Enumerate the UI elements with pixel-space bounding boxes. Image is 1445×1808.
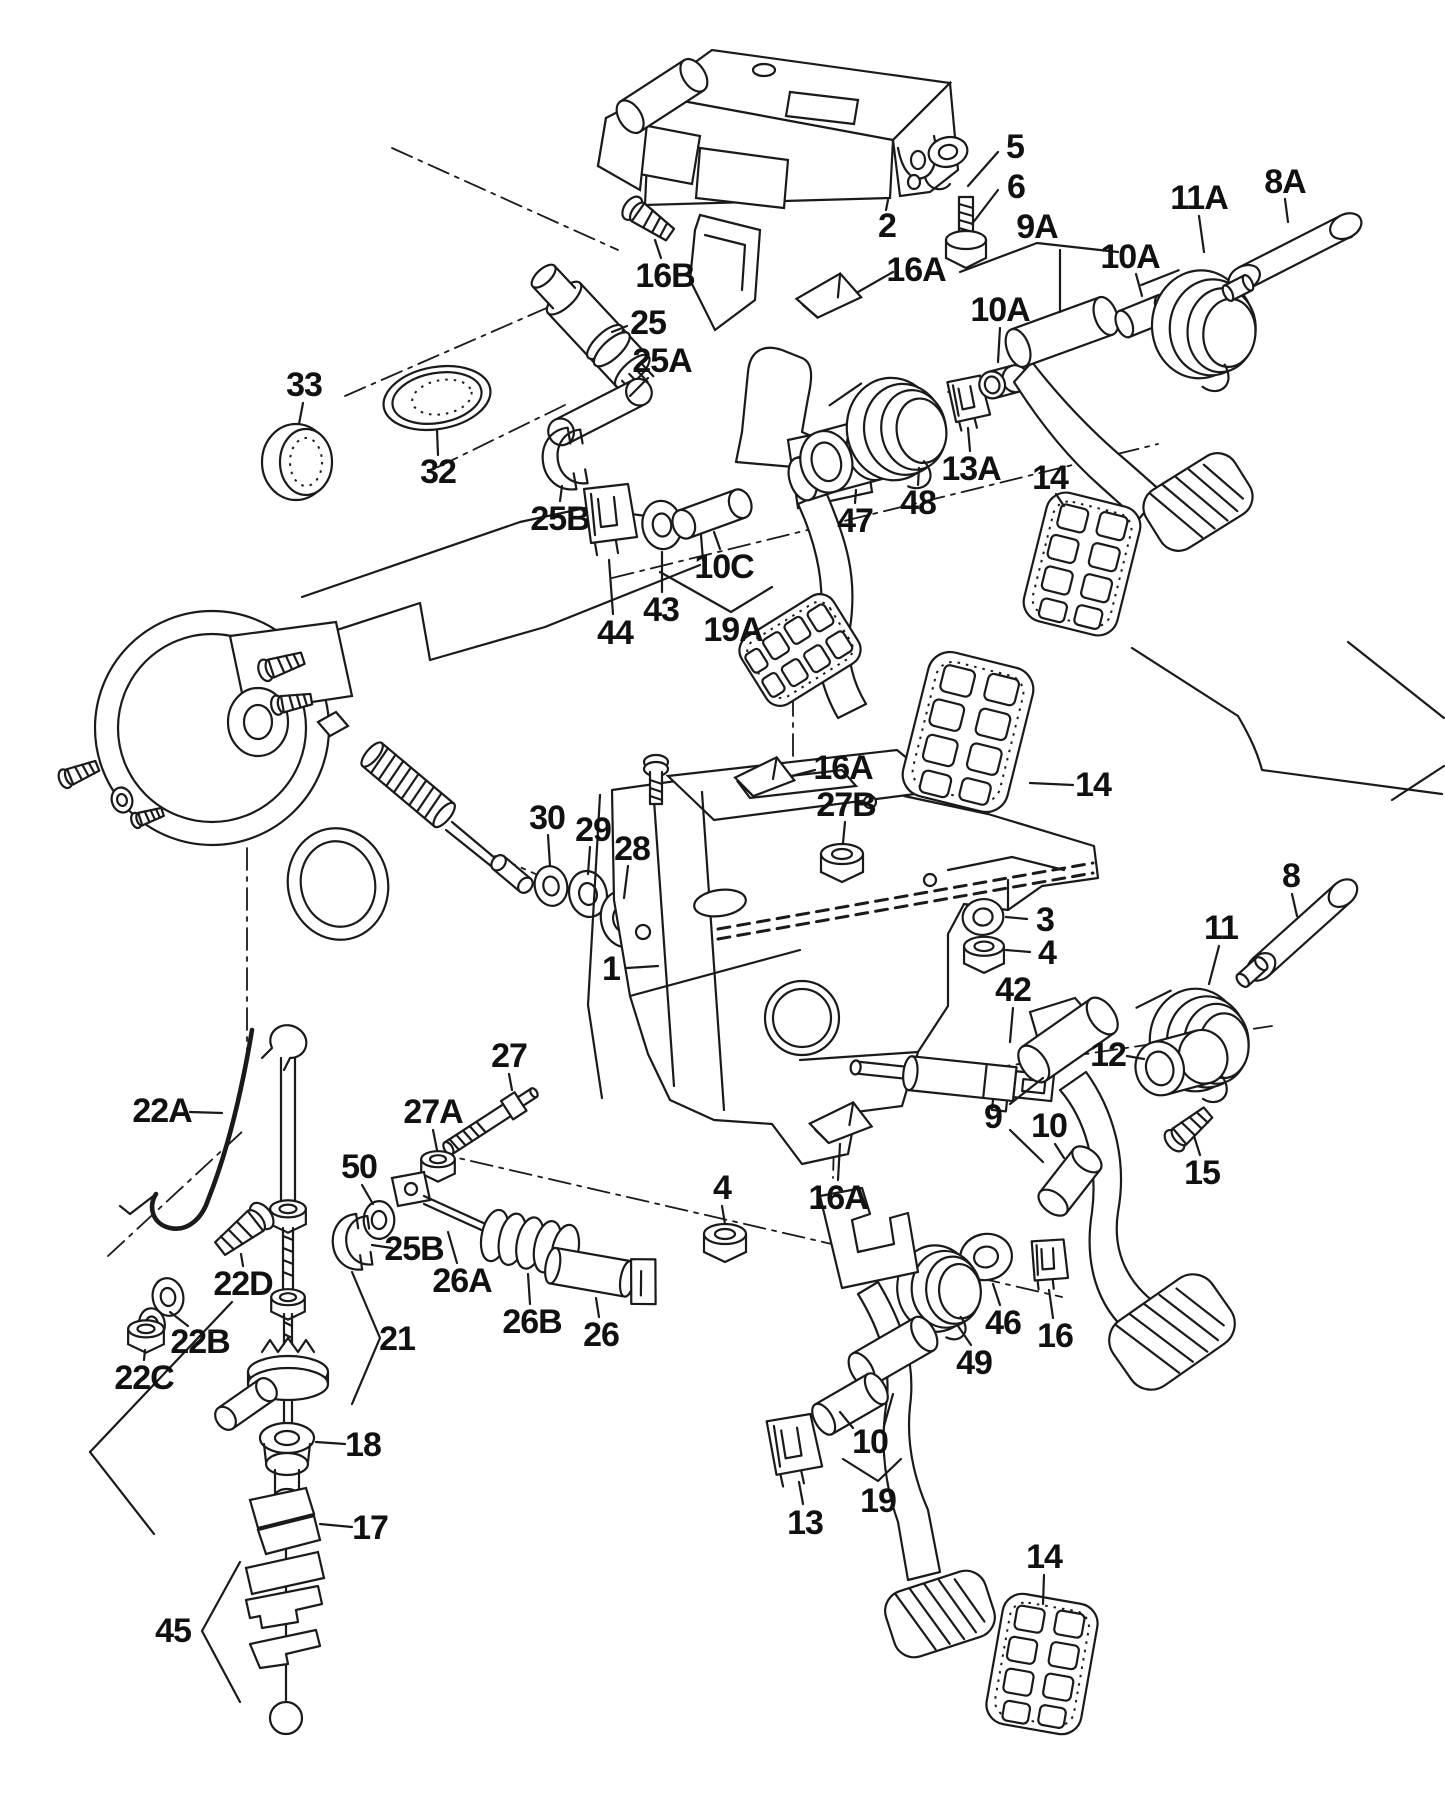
leader-line-11a xyxy=(1199,216,1204,252)
main-bracket-drawing xyxy=(588,750,1098,1164)
brake-booster-drawing xyxy=(55,611,352,845)
leader-line-47 xyxy=(855,490,856,503)
leader-line-16a-low xyxy=(838,1144,840,1180)
leader-line-13a xyxy=(968,428,970,451)
leader-line-25a xyxy=(630,378,648,396)
leader-line-46 xyxy=(993,1284,1000,1305)
leader-line-16a-mid xyxy=(792,770,815,776)
lower-pedal-drawing xyxy=(702,1188,1002,1664)
leader-line-33 xyxy=(299,403,303,424)
leader-line-42 xyxy=(1010,1008,1013,1042)
leader-line-8 xyxy=(1292,894,1297,916)
leader-line-11 xyxy=(1209,946,1219,984)
leader-line-22b xyxy=(170,1312,188,1326)
leader-line-27b xyxy=(843,822,845,843)
leader-line-12 xyxy=(1127,1056,1144,1059)
leader-line-5 xyxy=(968,152,998,186)
leader-line-27a xyxy=(433,1130,437,1150)
leader-line-25b-1 xyxy=(560,486,562,501)
adjuster-group-drawing xyxy=(328,1082,663,1308)
leader-line-10-low xyxy=(884,1394,893,1426)
leader-line-19 xyxy=(843,1459,901,1481)
leader-line-25 xyxy=(612,326,627,332)
leader-line-22d xyxy=(241,1254,243,1266)
pushrod-assembly-drawing xyxy=(120,1025,328,1734)
leader-line-27 xyxy=(509,1074,512,1090)
leader-line-26 xyxy=(596,1298,599,1317)
leader-line-14-1 xyxy=(1056,494,1064,506)
leader-line-10-r xyxy=(1055,1144,1064,1158)
brake-pedal-drawing xyxy=(806,872,1364,1401)
leader-line-8a xyxy=(1285,199,1288,222)
leader-line-10c xyxy=(714,532,720,549)
leader-line-32 xyxy=(437,430,438,455)
leader-line-16-r xyxy=(1049,1290,1053,1318)
leader-line-26a xyxy=(448,1232,457,1263)
switch-25-drawing xyxy=(522,255,658,496)
leader-line-14-3 xyxy=(1043,1575,1044,1604)
switch-42-drawing xyxy=(848,895,1055,1116)
leader-line-22c xyxy=(144,1350,145,1360)
leader-line-25b-2 xyxy=(372,1245,392,1248)
cable-assembly-drawing xyxy=(318,712,742,967)
leader-line-19a xyxy=(660,572,772,612)
leader-line-28 xyxy=(624,866,628,898)
leader-line-2 xyxy=(886,200,888,210)
leader-line-29 xyxy=(588,847,590,874)
leader-line-26b xyxy=(528,1274,530,1304)
leader-line-45 xyxy=(202,1562,240,1702)
booster-gasket-ring xyxy=(277,819,398,949)
leader-line-48 xyxy=(918,468,919,485)
leader-line-6 xyxy=(972,190,998,224)
leader-line-4-2 xyxy=(722,1206,725,1224)
leader-line-10a-1 xyxy=(998,328,1000,362)
leader-line-15 xyxy=(1194,1136,1200,1155)
leader-line-50 xyxy=(362,1185,373,1204)
leader-lines-layer xyxy=(144,152,1297,1702)
leader-line-3 xyxy=(1006,917,1027,919)
leader-line-9 xyxy=(1010,1078,1043,1104)
grommet-33-drawing xyxy=(262,424,332,500)
clutch-pedal-drawing xyxy=(582,348,1033,718)
leader-line-16b xyxy=(655,240,661,258)
leader-line-22a xyxy=(190,1112,222,1113)
leader-line-21 xyxy=(352,1272,380,1404)
leader-line-18 xyxy=(316,1442,345,1444)
leader-line-10a-2 xyxy=(1136,274,1142,296)
leader-line-17 xyxy=(320,1524,352,1527)
leader-line-4-1 xyxy=(1006,950,1030,952)
leader-line-30 xyxy=(548,835,550,866)
leader-line-44 xyxy=(609,560,613,614)
grommet-32-drawing xyxy=(378,358,495,438)
leader-line-10-low xyxy=(840,1412,853,1428)
mounting-bracket-drawing xyxy=(598,50,988,330)
leader-line-1 xyxy=(627,966,658,968)
leader-line-16a-top xyxy=(858,272,893,292)
leader-line-13 xyxy=(799,1482,803,1504)
leader-line-14-2 xyxy=(1030,783,1073,785)
leader-line-49 xyxy=(958,1326,971,1345)
leader-line-9 xyxy=(1010,1130,1043,1162)
panel-screw xyxy=(644,755,668,804)
leader-line-9a xyxy=(960,243,1118,272)
